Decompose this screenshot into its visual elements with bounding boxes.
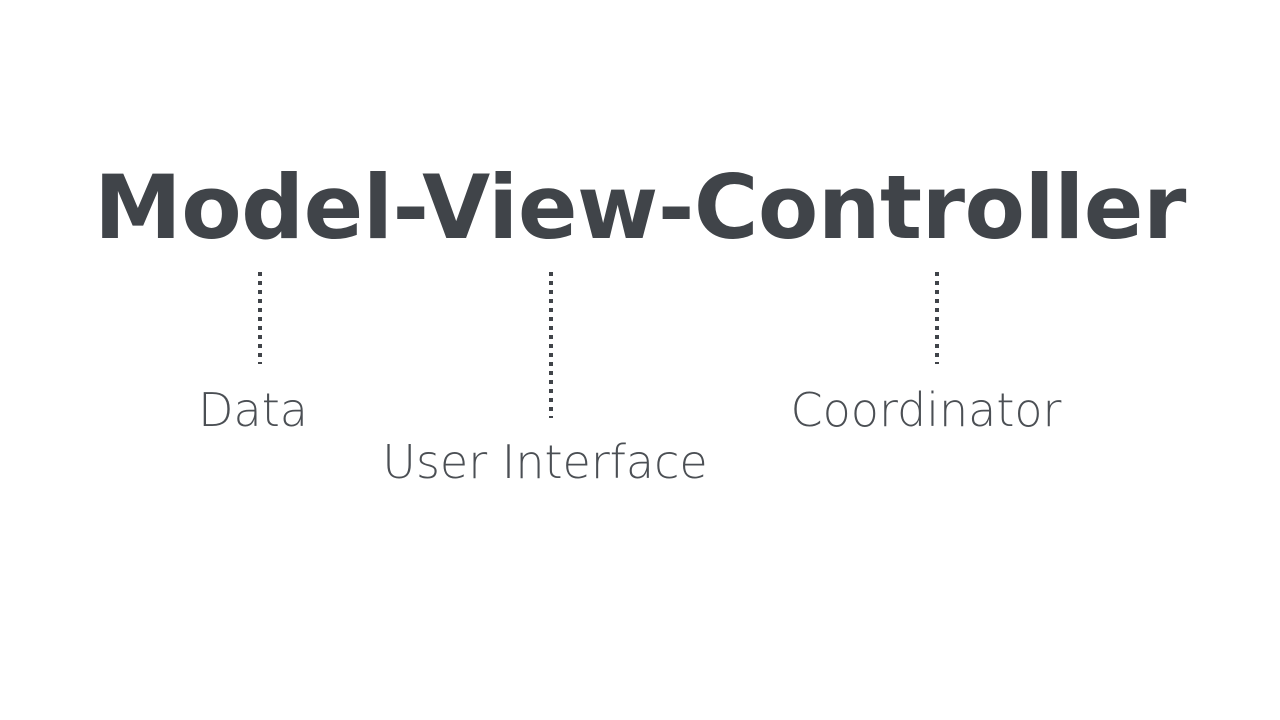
leader-line-controller bbox=[935, 272, 939, 364]
label-model-data: Data bbox=[198, 383, 308, 437]
leader-line-model bbox=[258, 272, 262, 364]
leader-line-view bbox=[549, 272, 553, 418]
label-view-user-interface: User Interface bbox=[382, 435, 708, 489]
label-controller-coordinator: Coordinator bbox=[790, 383, 1062, 437]
page-title: Model-View-Controller bbox=[94, 156, 1186, 259]
